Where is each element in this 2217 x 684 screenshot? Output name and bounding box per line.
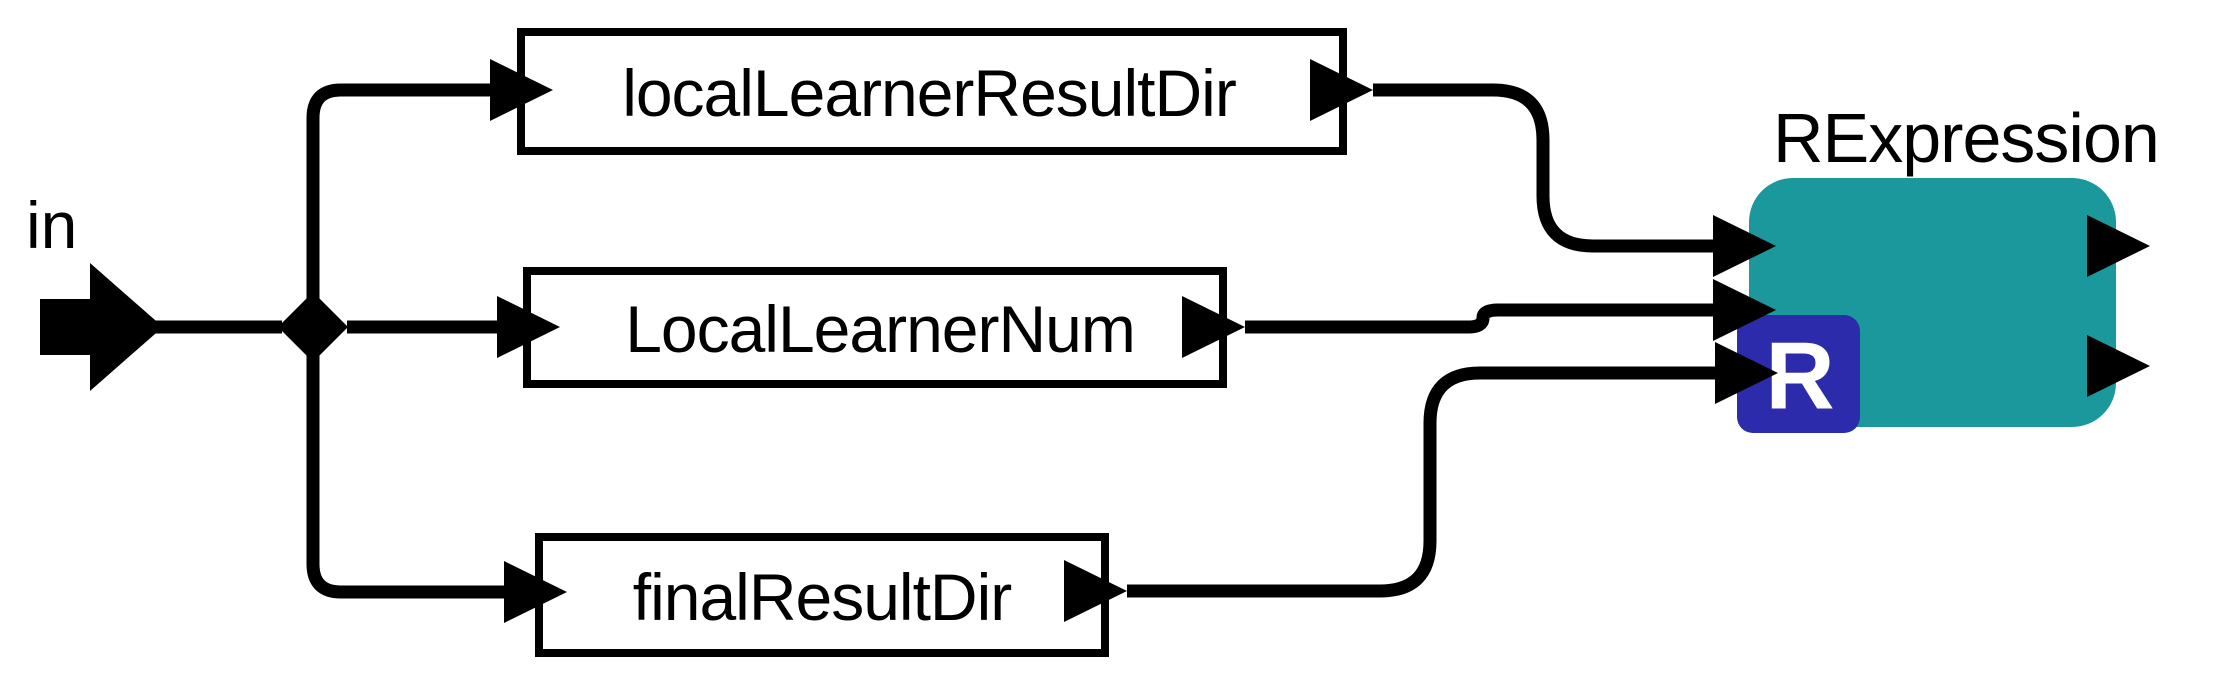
input-arrow-icon	[497, 296, 560, 358]
r-badge	[1737, 315, 1860, 433]
parameter-node-locallearnerresultdir[interactable]: localLearnerResultDir	[490, 28, 1373, 155]
processor-input-arrow-icon-1	[1713, 215, 1776, 277]
processor-input-arrow-icon-2	[1713, 279, 1776, 341]
output-arrow-icon	[1182, 296, 1245, 358]
junction-diamond-icon	[278, 292, 348, 362]
input-arrow-icon	[504, 561, 567, 623]
input-port-label: in	[26, 188, 77, 262]
output-arrow-icon	[1064, 560, 1127, 622]
processor-title: RExpression	[1773, 99, 2159, 177]
parameter-label: localLearnerResultDir	[622, 56, 1236, 130]
edge-locallearnerresultdir-to-rexpression	[1373, 83, 1716, 253]
edge-finalresultdir-to-rexpression	[1127, 366, 1718, 598]
parameter-node-finalresultdir[interactable]: finalResultDir	[504, 533, 1127, 657]
workflow-input-port-in[interactable]: in	[26, 188, 163, 391]
edge-junction-to-finalresultdir	[306, 327, 504, 599]
parameter-label: finalResultDir	[633, 560, 1011, 634]
processor-output-arrow-icon-2	[2087, 335, 2150, 397]
edges	[155, 83, 1718, 599]
processor-input-arrow-icon-3	[1715, 342, 1778, 404]
processor-node-rexpression[interactable]: RExpression R	[1713, 99, 2160, 433]
edge-locallearnernum-to-rexpression	[1245, 303, 1716, 334]
input-port-arrow-icon	[40, 263, 163, 391]
output-arrow-icon	[1310, 59, 1373, 121]
edge-junction-to-locallearnerresultdir	[306, 83, 490, 327]
r-badge-letter: R	[1765, 323, 1834, 430]
parameter-label: LocalLearnerNum	[625, 292, 1135, 366]
processor-output-arrow-icon-1	[2087, 215, 2150, 277]
input-arrow-icon	[490, 59, 553, 121]
parameter-node-locallearnernum[interactable]: LocalLearnerNum	[497, 267, 1245, 388]
